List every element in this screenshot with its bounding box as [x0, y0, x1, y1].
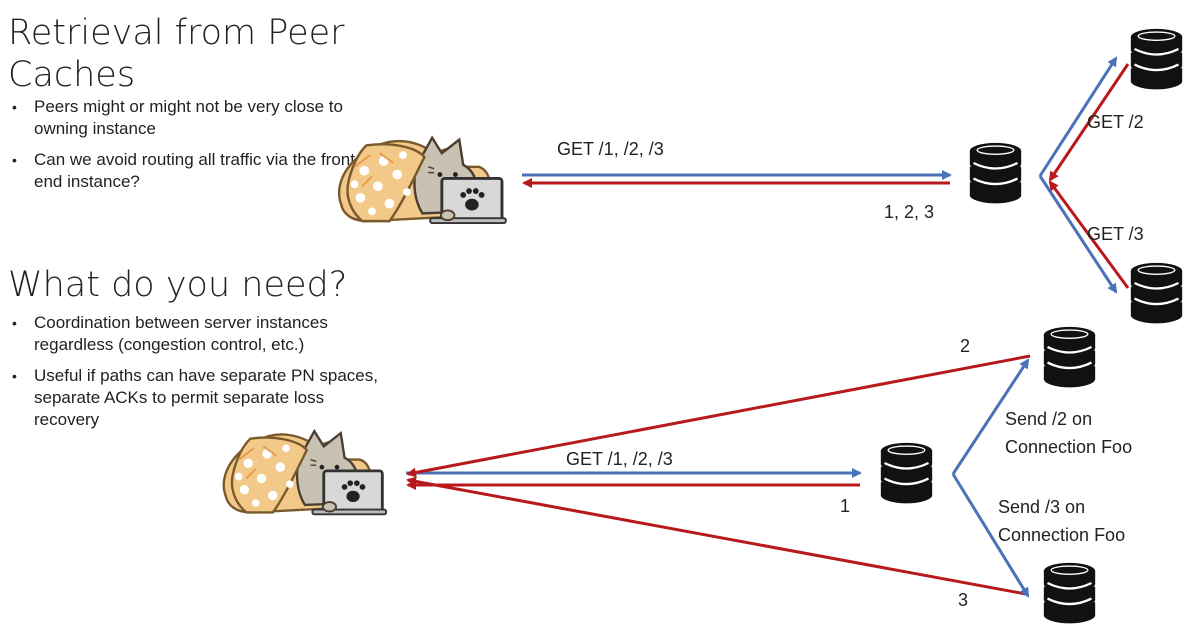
section-title-retrieval: Retrieval from Peer Caches	[8, 13, 345, 95]
database-server-icon	[1129, 261, 1184, 325]
forward-label: Send /3 on	[998, 497, 1085, 517]
peer-request-arrow	[1038, 56, 1118, 177]
direct-response-arrow	[406, 476, 1027, 596]
peer-request-label: GET /3	[1087, 224, 1144, 244]
bullet-list-top: Peers might or might not be very close t…	[10, 96, 385, 202]
forward-label: Connection Foo	[998, 525, 1125, 545]
database-server-icon	[968, 141, 1023, 205]
forward-arrow	[951, 358, 1030, 475]
bullet-list-bottom: Coordination between server instances re…	[10, 312, 390, 440]
response-label: 1, 2, 3	[884, 202, 934, 222]
bullet-item: Useful if paths can have separate PN spa…	[10, 365, 390, 431]
bullet-item: Peers might or might not be very close t…	[10, 96, 385, 140]
peer-request-arrow	[1038, 175, 1118, 294]
direct-response-arrow	[406, 354, 1031, 478]
response-label: 2	[960, 336, 970, 356]
peer-response-arrow	[1048, 63, 1130, 182]
response-label: 3	[958, 590, 968, 610]
request-label: GET /1, /2, /3	[557, 139, 664, 159]
bullet-item: Can we avoid routing all traffic via the…	[10, 149, 385, 193]
database-server-icon	[1129, 27, 1184, 91]
database-server-icon	[1042, 561, 1097, 625]
peer-request-label: GET /2	[1087, 112, 1144, 132]
peer-response-arrow	[1048, 180, 1130, 289]
database-server-icon	[879, 441, 934, 505]
database-server-icon	[1042, 325, 1097, 389]
pusheen-cat-laptop-illustration	[222, 429, 388, 516]
bullet-item: Coordination between server instances re…	[10, 312, 390, 356]
forward-label: Connection Foo	[1005, 437, 1132, 457]
forward-arrow	[951, 473, 1030, 598]
response-label: 1	[840, 496, 850, 516]
section-title-needs: What do you need?	[8, 265, 348, 305]
request-label: GET /1, /2, /3	[566, 449, 673, 469]
pusheen-cat-laptop-illustration	[337, 136, 508, 225]
forward-label: Send /2 on	[1005, 409, 1092, 429]
